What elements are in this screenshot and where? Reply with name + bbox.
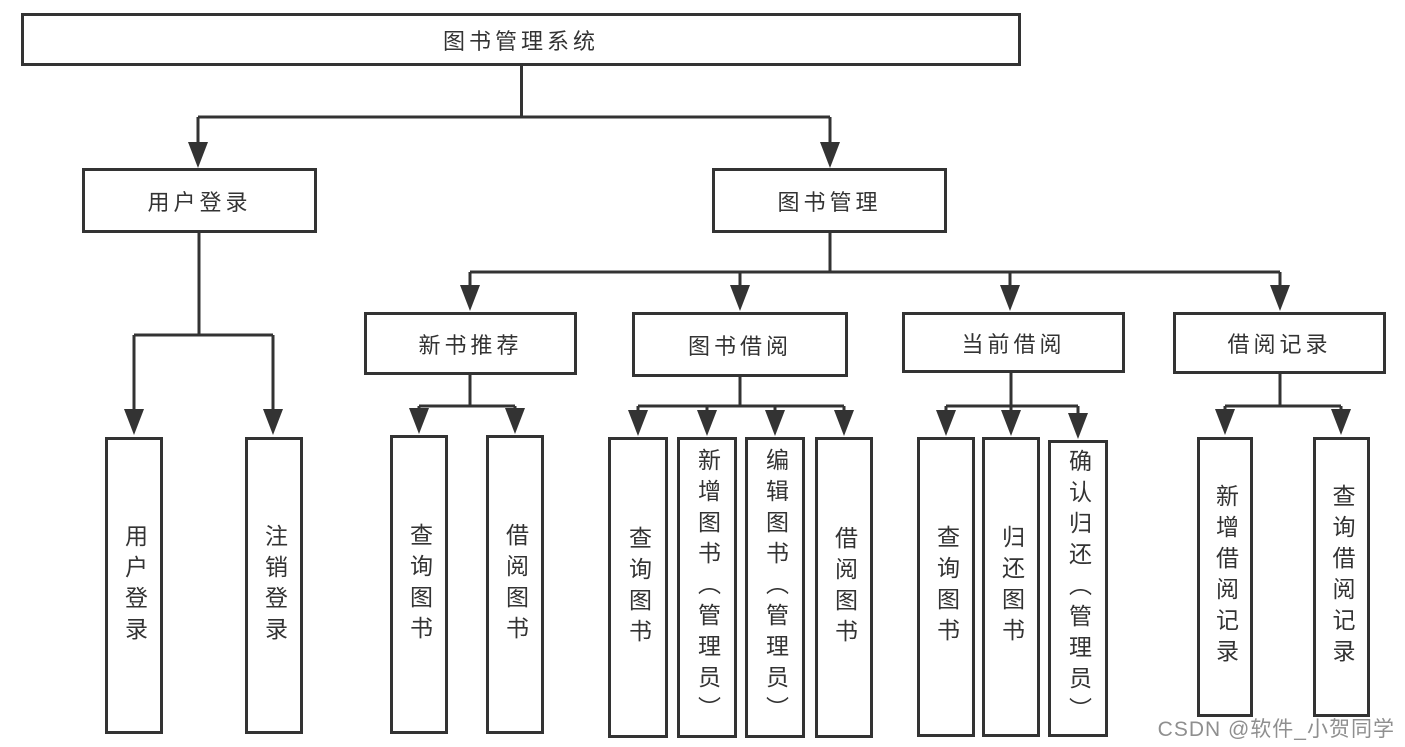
leaf-edit-book-admin: 编辑图书（管理员） (745, 437, 805, 738)
leaf-add-borrow-record: 新增借阅记录 (1197, 437, 1253, 717)
leaf-query-books-borrow: 查询图书 (608, 437, 668, 738)
leaf-return-book: 归还图书 (982, 437, 1040, 737)
connector-newbooks-to-leaves (409, 375, 525, 434)
leaf-query-books-current: 查询图书 (917, 437, 975, 737)
connector-bookmgmt-to-level3 (460, 233, 1290, 311)
node-new-book-recommend: 新书推荐 (364, 312, 577, 375)
connector-borrowrecords-to-leaves (1215, 374, 1351, 435)
leaf-borrow-books-recommend: 借阅图书 (486, 435, 544, 734)
leaf-query-borrow-record: 查询借阅记录 (1313, 437, 1370, 717)
leaf-logout: 注销登录 (245, 437, 303, 734)
leaf-query-books-recommend: 查询图书 (390, 435, 448, 734)
connector-userlogin-to-leaves (124, 233, 283, 435)
leaf-add-book-admin: 新增图书（管理员） (677, 437, 737, 738)
connector-root-to-level2 (188, 66, 840, 168)
node-root: 图书管理系统 (21, 13, 1021, 66)
node-book-borrow: 图书借阅 (632, 312, 848, 377)
connector-currentborrow-to-leaves (936, 373, 1088, 439)
connector-bookborrow-to-leaves (628, 377, 854, 436)
leaf-confirm-return-admin: 确认归还（管理员） (1048, 440, 1108, 737)
node-borrow-records: 借阅记录 (1173, 312, 1386, 374)
csdn-watermark: CSDN @软件_小贺同学 (1157, 718, 1395, 741)
leaf-user-login: 用户登录 (105, 437, 163, 734)
node-user-login: 用户登录 (82, 168, 317, 233)
node-current-borrow: 当前借阅 (902, 312, 1125, 373)
leaf-borrow-books: 借阅图书 (815, 437, 873, 738)
node-book-management: 图书管理 (712, 168, 947, 233)
